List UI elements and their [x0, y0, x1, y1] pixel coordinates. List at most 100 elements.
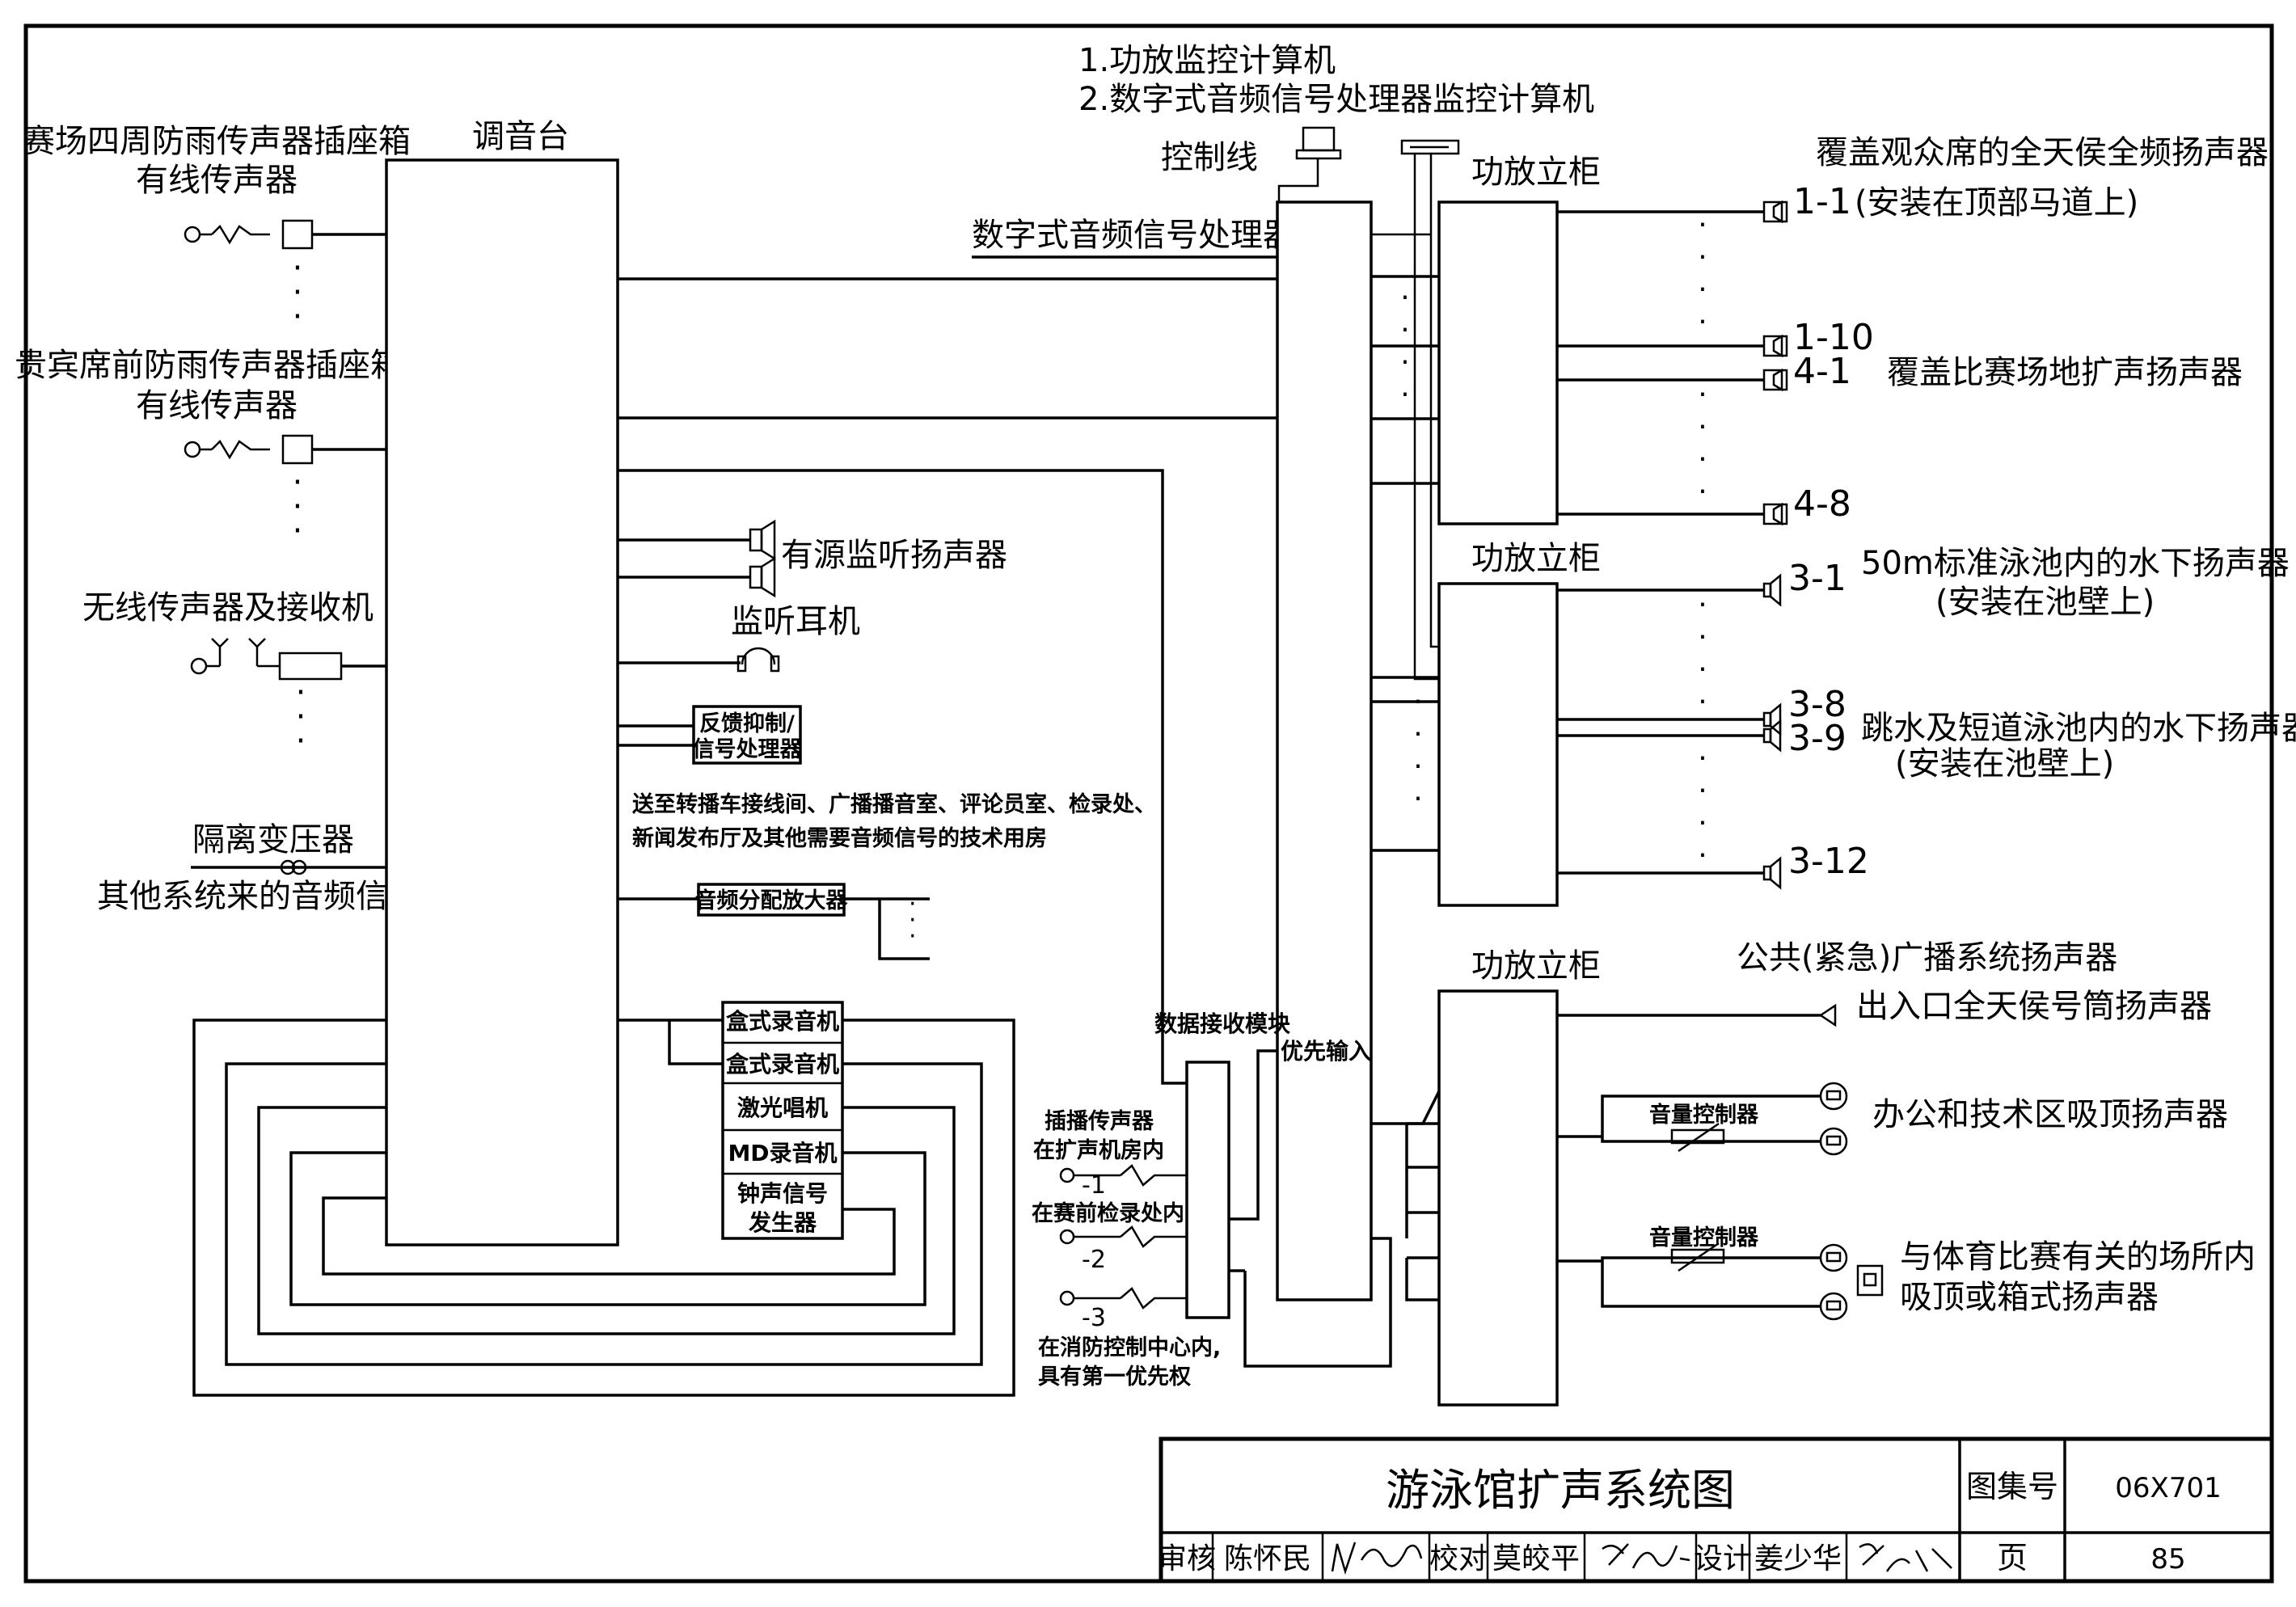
amp-rack-2: [1437, 582, 1559, 907]
speaker-3-12: 3-12: [1788, 841, 1869, 882]
svg-text:·: ·: [296, 674, 306, 711]
amp-rack-2-label: 功放立柜: [1471, 540, 1601, 577]
chime-generator-1: 钟声信号: [737, 1180, 828, 1207]
control-line-label: 控制线: [1161, 139, 1258, 176]
paging-mic-2-icon: [1059, 1225, 1187, 1248]
designer-name: 姜少华: [1754, 1542, 1842, 1575]
paging-mic-1-label: -1: [1082, 1171, 1106, 1200]
svg-text:·: ·: [1698, 807, 1707, 840]
active-monitor-speaker-icon: [749, 519, 776, 598]
paging-mic-3-label: -3: [1082, 1304, 1106, 1332]
speaker-1-1: 1-1: [1793, 181, 1851, 222]
checker-signature: [1602, 1543, 1690, 1569]
svg-text:·: ·: [1698, 241, 1707, 274]
pool50-note: (安装在池壁上): [1935, 584, 2155, 621]
reviewer-name: 陈怀民: [1224, 1542, 1311, 1575]
office-speaker-label: 办公和技术区吸顶扬声器: [1872, 1096, 2228, 1133]
svg-text:·: ·: [293, 298, 303, 335]
page-label: 页: [1997, 1540, 2028, 1575]
wireless-title: 无线传声器及接收机: [82, 589, 374, 626]
isolation-transformer-label: 隔离变压器: [192, 821, 354, 858]
svg-text:·: ·: [1698, 411, 1707, 444]
volume-control-icon: [1670, 1122, 1725, 1153]
volume-control-1-label: 音量控制器: [1649, 1102, 1759, 1128]
svg-text:·: ·: [1400, 281, 1409, 314]
paging-mic-loc-2: 在赛前检录处内: [1032, 1200, 1184, 1226]
reviewer-signature: [1331, 1542, 1423, 1575]
distribution-amp-box: [697, 883, 846, 917]
svg-text:·: ·: [1698, 685, 1707, 719]
distribution-amp-label: 音频分配放大器: [695, 888, 849, 913]
active-monitor-label: 有源监听扬声器: [781, 537, 1007, 574]
dive-note: (安装在池壁上): [1895, 745, 2114, 782]
volume-control-2-label: 音量控制器: [1649, 1225, 1759, 1251]
feedback-label-1: 反馈抑制/: [699, 711, 795, 736]
svg-text:·: ·: [1698, 306, 1707, 339]
headphone-label: 监听耳机: [731, 603, 860, 640]
svg-text:·: ·: [1413, 782, 1422, 816]
cassette-deck-1: 盒式录音机: [725, 1008, 839, 1035]
other-audio-label: 其他系统来的音频信号: [97, 878, 420, 915]
wireless-mic-icon: [190, 638, 386, 681]
svg-text:·: ·: [909, 922, 917, 951]
speaker-1-1-note: (安装在顶部马道上): [1855, 184, 2138, 221]
page-number: 85: [2150, 1543, 2185, 1575]
feedback-processor-box: [692, 705, 802, 765]
paging-mic-title-1: 插播传声器: [1045, 1109, 1154, 1134]
speaker-ellipsis: · · · · · · · ·: [1698, 209, 1707, 508]
paging-mic-2-label: -2: [1082, 1246, 1106, 1274]
underwater-speaker-icon: [1762, 573, 1782, 890]
svg-text:·: ·: [1698, 378, 1707, 411]
drawing-frame: [23, 23, 2274, 1584]
sport-speaker-label-2: 吸顶或箱式扬声器: [1900, 1279, 2159, 1316]
vip-mic-title-1: 贵宾席前防雨传声器插座箱: [15, 347, 403, 384]
transformer-icon: [191, 859, 386, 875]
svg-text:·: ·: [1413, 718, 1422, 751]
svg-text:·: ·: [1400, 346, 1409, 379]
title-block: [1159, 1436, 2274, 1584]
svg-text:·: ·: [1413, 750, 1422, 783]
svg-text:·: ·: [293, 512, 303, 550]
amp-rack-1: [1437, 200, 1559, 525]
amp-rack-3-label: 功放立柜: [1471, 947, 1601, 985]
pa-title: 公共(紧急)广播系统扬声器: [1737, 939, 2117, 976]
design-label: 设计: [1694, 1542, 1752, 1575]
svg-text:·: ·: [293, 488, 303, 525]
paging-mic-3-icon: [1059, 1287, 1187, 1310]
svg-text:·: ·: [1698, 443, 1707, 476]
computer-label-1: 1.功放监控计算机: [1078, 42, 1336, 79]
svg-text:·: ·: [296, 698, 306, 736]
vip-mic-title-2: 有线传声器: [136, 387, 298, 424]
paging-mic-1-icon: [1059, 1164, 1187, 1187]
svg-text:·: ·: [1413, 685, 1422, 719]
volume-control-icon: [1670, 1242, 1725, 1272]
dsp-label: 数字式音频信号处理器: [972, 217, 1295, 254]
paging-mic-loc-3-2: 具有第一优先权: [1038, 1364, 1191, 1390]
field-speaker-title: 覆盖比赛场地扩声扬声器: [1887, 354, 2243, 391]
ceiling-speaker-icon: [1819, 1082, 1848, 1156]
computer-icon: [1295, 126, 1342, 160]
venue-mic-title-2: 有线传声器: [136, 162, 298, 199]
feedback-label-2: 信号处理器: [693, 737, 803, 762]
cd-player: 激光唱机: [737, 1095, 828, 1121]
sport-speaker-label-1: 与体育比赛有关的场所内: [1900, 1238, 2256, 1276]
svg-text:·: ·: [1698, 273, 1707, 306]
mic-connector-icon: [184, 219, 386, 250]
send-note-2: 新闻发布厅及其他需要音频信号的技术用房: [632, 825, 1047, 851]
svg-text:·: ·: [296, 723, 306, 760]
data-receiver-label: 数据接收模块: [1154, 1010, 1290, 1037]
headphone-icon: [736, 647, 780, 673]
signal-ellipsis: · · · ·: [1413, 685, 1422, 816]
svg-text:·: ·: [1698, 653, 1707, 686]
speaker-3-8: 3-8: [1788, 684, 1847, 725]
horn-speaker-icon: [1818, 1003, 1837, 1027]
svg-text:·: ·: [1698, 839, 1707, 872]
drawing-title: 游泳馆扩声系统图: [1386, 1465, 1735, 1516]
source-rack: [721, 1001, 844, 1240]
mixer-box: [385, 158, 619, 1246]
data-receiver-box: [1185, 1061, 1230, 1319]
svg-text:·: ·: [909, 906, 917, 934]
svg-text:·: ·: [909, 890, 917, 918]
priority-input-label: 优先输入: [1281, 1038, 1371, 1065]
svg-text:·: ·: [1698, 209, 1707, 242]
